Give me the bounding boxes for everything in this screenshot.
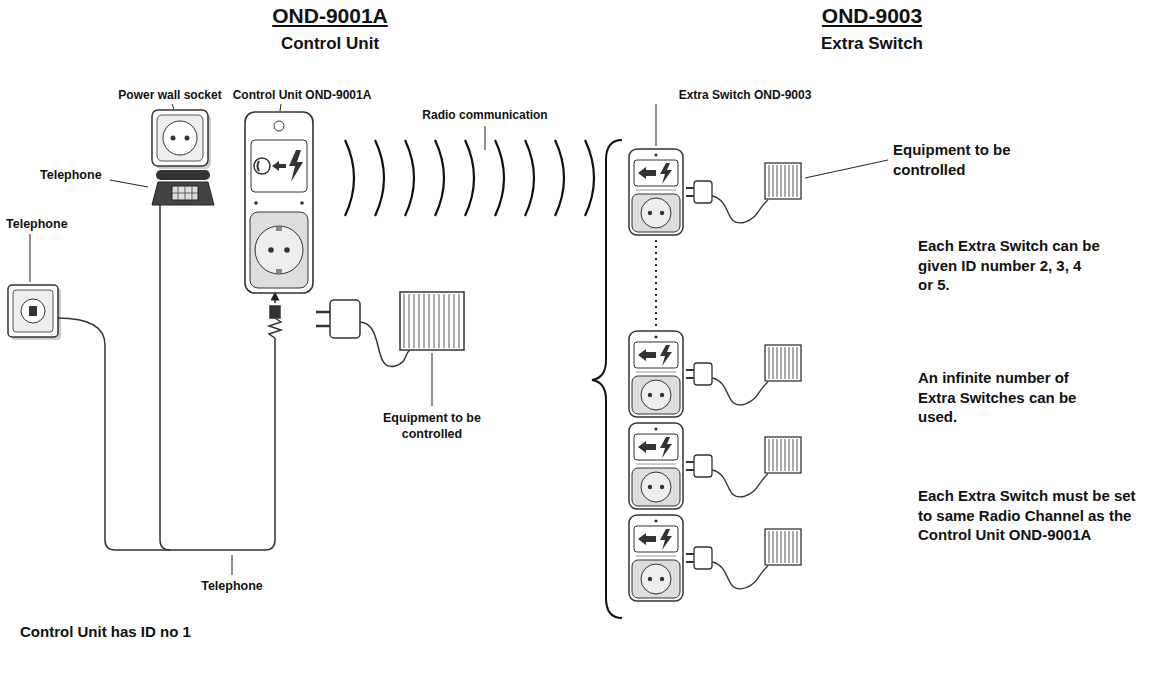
telephone-cable-part (270, 306, 280, 318)
telephone-set-part (152, 182, 214, 205)
telephone-wall-jack (8, 285, 61, 340)
unit-subheading: Extra Switch (752, 33, 992, 55)
control-unit-part (276, 269, 282, 273)
control-unit-part (255, 226, 303, 274)
part-label: Equipment to be controlled (367, 410, 497, 443)
plug-and-heater-part (316, 311, 330, 314)
power-wall-socket-part (152, 110, 208, 166)
extra-switch (629, 149, 683, 235)
leader-line (432, 353, 433, 406)
bracket (592, 140, 622, 618)
radio-waves-part (525, 140, 534, 216)
telephone-cable-part (269, 318, 281, 338)
control-unit-part (274, 121, 284, 131)
control-unit-part (272, 161, 286, 171)
control-unit-part (250, 212, 308, 288)
plug-and-heater (686, 163, 801, 223)
plug-and-heater-part (330, 300, 360, 338)
radio-waves-part (375, 140, 384, 216)
telephone-set (152, 170, 214, 205)
unit-heading: OND-9001A (210, 2, 450, 29)
insert-arrow (274, 296, 276, 303)
note-text: An infinite number of Extra Switches can… (918, 368, 1100, 427)
control-unit-part (300, 201, 304, 205)
radio-waves-part (435, 140, 444, 216)
part-label: Control Unit OND-9001A (220, 88, 384, 104)
telephone-set-part (156, 170, 210, 180)
radio-waves-part (465, 140, 474, 216)
telephone-wall-jack-part (13, 290, 53, 332)
plug-and-heater (316, 292, 464, 367)
control-unit-part (268, 247, 274, 253)
plug-and-heater-part (316, 325, 330, 328)
control-unit-part (276, 227, 282, 231)
extra-switch (629, 515, 683, 601)
radio-waves (345, 140, 594, 216)
part-label: Power wall socket (108, 88, 232, 104)
control-unit-part (284, 247, 290, 253)
control-unit-part (289, 150, 303, 182)
leader-line (232, 555, 233, 575)
telephone-set-part (172, 186, 198, 200)
leader-line (805, 160, 888, 178)
plug-and-heater (686, 529, 801, 589)
power-wall-socket-part (157, 115, 203, 161)
power-wall-socket-part (185, 136, 190, 141)
leader-line (280, 104, 281, 111)
part-label: Telephone (182, 578, 282, 594)
power-wall-socket-part (163, 121, 197, 155)
note-text: Each Extra Switch must be set to same Ra… (918, 486, 1152, 545)
leader-line (110, 180, 148, 187)
leader-line (656, 104, 657, 146)
control-unit-part (251, 140, 307, 192)
radio-waves-part (495, 140, 504, 216)
power-wall-socket-part (171, 136, 176, 141)
telephone-cable-part (58, 318, 275, 550)
note-text: Each Extra Switch can be given ID number… (918, 236, 1100, 295)
control-unit-part (254, 158, 270, 174)
plug-and-heater (686, 345, 801, 405)
radio-waves-part (345, 140, 354, 216)
telephone-set-part (172, 186, 198, 200)
telephone-cable-part (160, 205, 170, 550)
extra-switch (629, 423, 683, 509)
control-unit-part (254, 201, 258, 205)
plug-and-heater-part (400, 292, 464, 350)
plug-and-heater (686, 437, 801, 497)
telephone-wall-jack-part (29, 306, 37, 316)
unit-subheading: Control Unit (210, 33, 450, 55)
leader-line (485, 126, 486, 150)
unit-heading: OND-9003 (752, 2, 992, 29)
radio-waves-part (405, 140, 414, 216)
radio-waves-part (585, 140, 594, 216)
leader-line (30, 234, 31, 282)
telephone-wall-jack-part (21, 299, 45, 323)
part-label: Equipment to be controlled (893, 140, 1068, 179)
part-label: Telephone (40, 167, 102, 183)
extra-switch (629, 331, 683, 417)
plug-and-heater-part (404, 294, 459, 348)
control-unit (245, 112, 313, 293)
part-label: Telephone (6, 216, 68, 232)
radio-waves-part (555, 140, 564, 216)
part-label: Extra Switch OND-9003 (665, 88, 825, 104)
power-wall-socket (152, 110, 211, 169)
control-unit-part (245, 112, 313, 293)
dotted-line (655, 240, 657, 326)
control-unit-part (258, 161, 260, 171)
part-label: Radio communication (410, 108, 560, 124)
note-text: Control Unit has ID no 1 (20, 622, 191, 642)
leader-line (172, 104, 174, 109)
telephone-wall-jack-part (8, 285, 58, 337)
